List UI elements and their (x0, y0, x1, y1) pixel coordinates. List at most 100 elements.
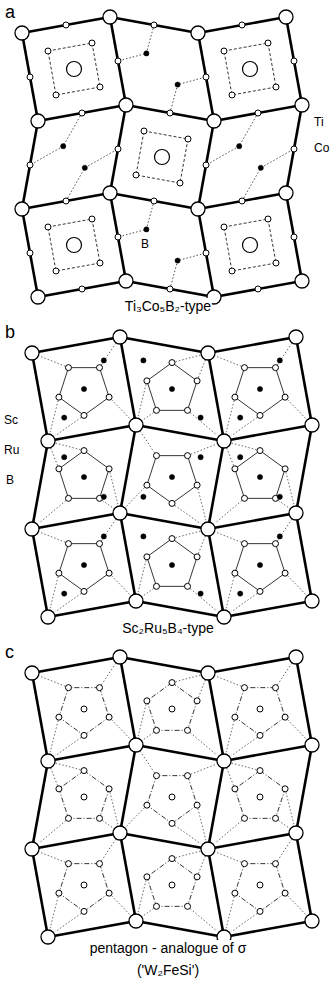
dotted-bond (66, 149, 118, 201)
small-atom (185, 583, 191, 589)
dotted-bond (276, 663, 292, 688)
b-atom (81, 386, 86, 391)
dotted-bond (55, 415, 84, 435)
thick-edge (22, 121, 38, 209)
dotted-bond (197, 855, 206, 877)
thick-edge (38, 105, 126, 121)
dotted-bond (197, 485, 206, 520)
thick-edge (22, 17, 110, 33)
dotted-bond (215, 498, 244, 523)
co-atom (291, 234, 297, 240)
large-atom (15, 202, 29, 216)
co-atom (221, 224, 227, 230)
dotted-bond (226, 767, 235, 789)
b-atom (169, 386, 174, 391)
large-atom (217, 610, 231, 624)
thick-edge (136, 425, 224, 441)
large-atom (41, 930, 55, 944)
small-atom (56, 786, 62, 792)
small-atom (185, 773, 191, 779)
large-atom (129, 594, 143, 608)
ti-atom (67, 62, 82, 77)
dotted-bond (226, 893, 235, 928)
ti-atom (243, 238, 258, 253)
small-atom (65, 365, 71, 371)
small-atom (257, 794, 263, 800)
large-atom (217, 754, 231, 768)
b-atom (237, 144, 242, 149)
co-atom (53, 268, 59, 274)
small-atom (97, 685, 103, 691)
inner-atoms (45, 40, 279, 274)
small-atom (81, 794, 87, 800)
dotted-bond (109, 397, 131, 419)
thick-edge (208, 833, 296, 849)
small-atom (273, 365, 279, 371)
pentagon (147, 363, 197, 411)
small-atom (65, 541, 71, 547)
thick-edge (32, 513, 120, 529)
co-atom (27, 162, 33, 168)
large-atom (129, 418, 143, 432)
dotted-bond (226, 397, 235, 432)
large-atom (25, 666, 39, 680)
co-atom (27, 74, 33, 80)
large-atom (201, 346, 215, 360)
co-atom (229, 92, 235, 98)
co-atom (185, 136, 191, 142)
thick-edge (296, 745, 312, 833)
dashed-square (48, 219, 100, 271)
thick-edge (296, 425, 312, 513)
b-atom (238, 591, 243, 596)
thick-edge (208, 849, 224, 937)
pentagon (235, 451, 285, 499)
small-atom (194, 554, 200, 560)
small-atom (257, 768, 263, 774)
thick-edge (286, 105, 302, 193)
dotted-bond (276, 519, 292, 544)
dotted-bond (188, 586, 217, 611)
dotted-bond (231, 443, 260, 451)
dotted-bond (118, 201, 154, 237)
b-atom (198, 415, 203, 420)
pentagon (59, 451, 109, 499)
large-atom (305, 418, 319, 432)
dotted-bond (50, 397, 59, 432)
dotted-bond (188, 906, 217, 931)
small-atom (194, 482, 200, 488)
dotted-bond (50, 717, 59, 752)
co-atom (53, 92, 59, 98)
small-atom (153, 407, 159, 413)
small-atom (273, 815, 279, 821)
small-atom (257, 732, 263, 738)
thick-edge (32, 529, 48, 617)
large-atom (305, 914, 319, 928)
thick-edge (32, 441, 48, 529)
large-atom (113, 650, 127, 664)
co-atom (229, 268, 235, 274)
dotted-bond (100, 663, 116, 688)
small-atom (97, 365, 103, 371)
dotted-bond (226, 573, 235, 608)
thick-edge (120, 337, 208, 353)
thick-edge (32, 657, 120, 673)
small-atom (194, 698, 200, 704)
panel-letter: b (4, 322, 16, 343)
b-atom (198, 591, 203, 596)
dotted-bond (55, 763, 84, 771)
co-atom (255, 110, 261, 116)
pentagon (147, 456, 197, 504)
b-atom (198, 455, 203, 460)
inner-atoms (56, 680, 288, 915)
pentagon (235, 864, 285, 912)
small-atom (232, 714, 238, 720)
dotted-bond (215, 852, 244, 864)
b-atom (141, 494, 146, 499)
large-atom (217, 434, 231, 448)
pentagon (235, 544, 285, 592)
atom-label: Co (313, 142, 330, 156)
atom-label: Sc (3, 414, 19, 428)
co-atom (203, 250, 209, 256)
ti-atom (243, 62, 258, 77)
thick-edge (208, 337, 296, 353)
